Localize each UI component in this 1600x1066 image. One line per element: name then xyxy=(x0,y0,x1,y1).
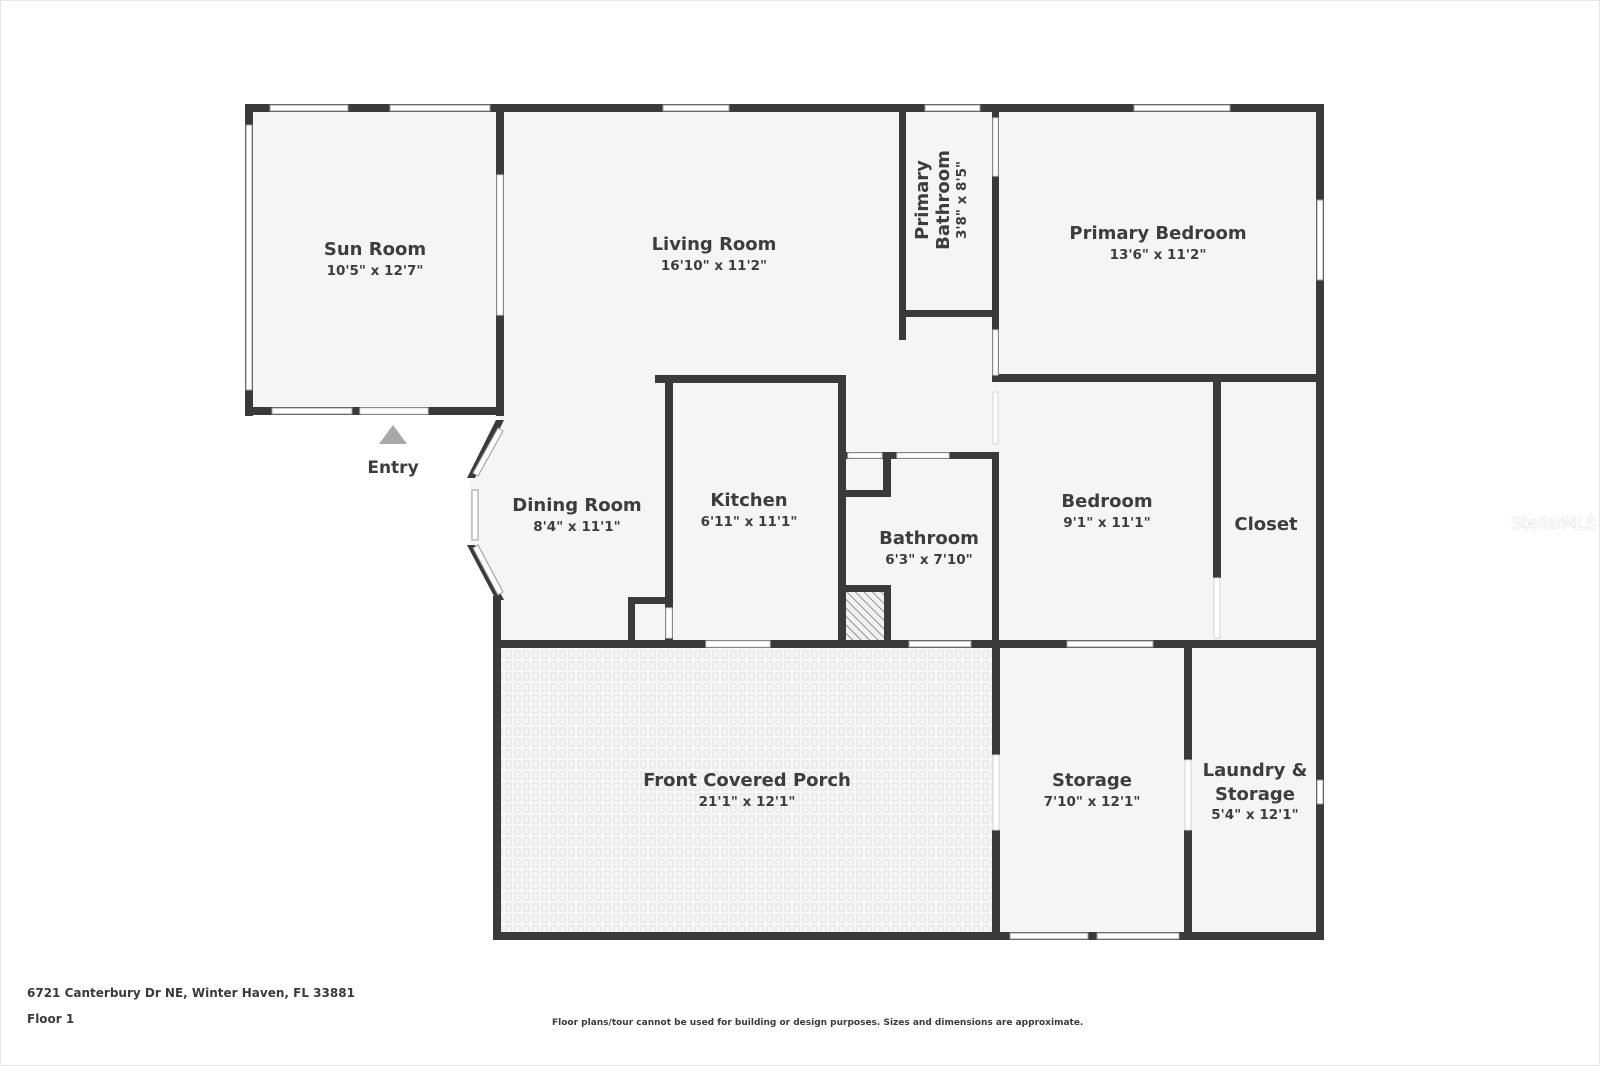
watermark: StellarMLS xyxy=(1511,514,1596,534)
room-name: Sun Room xyxy=(324,239,426,260)
room-dimensions: 10'5" x 12'7" xyxy=(327,263,424,279)
property-address: 6721 Canterbury Dr NE, Winter Haven, FL … xyxy=(27,986,355,1000)
room-bedroom: Bedroom 9'1" x 11'1" xyxy=(1061,491,1152,531)
room-primary-bedroom: Primary Bedroom 13'6" x 11'2" xyxy=(1069,223,1246,263)
room-name: Bathroom xyxy=(879,528,979,549)
windows xyxy=(245,104,1324,940)
entry-arrow-icon xyxy=(379,425,407,444)
floor-label: Floor 1 xyxy=(27,1012,75,1026)
room-dimensions: 21'1" x 12'1" xyxy=(699,794,796,810)
room-dimensions: 7'10" x 12'1" xyxy=(1044,794,1141,810)
room-name: Living Room xyxy=(652,234,777,255)
room-kitchen: Kitchen 6'11" x 11'1" xyxy=(701,490,798,530)
entry-label: Entry xyxy=(367,458,418,478)
room-primary-bathroom: Primary Bathroom 3'8" x 8'5" xyxy=(912,150,970,250)
room-dimensions: 3'8" x 8'5" xyxy=(954,161,970,239)
room-name: Dining Room xyxy=(512,495,641,516)
room-name: Front Covered Porch xyxy=(643,770,851,791)
room-name: Primary Bedroom xyxy=(1069,223,1246,244)
room-name: Kitchen xyxy=(710,490,787,511)
room-dimensions: 8'4" x 11'1" xyxy=(533,519,620,535)
room-closet: Closet xyxy=(1234,514,1298,535)
room-dimensions: 6'11" x 11'1" xyxy=(701,514,798,530)
room-front-covered-porch: Front Covered Porch 21'1" x 12'1" xyxy=(643,770,851,810)
floor-fills xyxy=(250,110,1320,935)
room-dimensions: 5'4" x 12'1" xyxy=(1211,807,1298,823)
room-name-line1: Laundry & xyxy=(1203,760,1308,781)
room-laundry-storage: Laundry & Storage 5'4" x 12'1" xyxy=(1203,760,1308,823)
room-dimensions: 13'6" x 11'2" xyxy=(1110,247,1207,263)
room-living-room: Living Room 16'10" x 11'2" xyxy=(652,234,777,274)
hatched-chase xyxy=(846,590,888,640)
room-dimensions: 9'1" x 11'1" xyxy=(1063,515,1150,531)
room-dimensions: 16'10" x 11'2" xyxy=(661,258,767,274)
room-name-line2: Storage xyxy=(1215,784,1295,805)
room-sun-room: Sun Room 10'5" x 12'7" xyxy=(324,239,426,279)
disclaimer: Floor plans/tour cannot be used for buil… xyxy=(552,1018,1084,1028)
room-storage: Storage 7'10" x 12'1" xyxy=(1044,770,1141,810)
room-name: Storage xyxy=(1052,770,1132,791)
room-bathroom: Bathroom 6'3" x 7'10" xyxy=(879,528,979,568)
room-dining-room: Dining Room 8'4" x 11'1" xyxy=(512,495,641,535)
door-openings xyxy=(359,117,1221,831)
room-dimensions: 6'3" x 7'10" xyxy=(885,552,972,568)
room-name-line1: Primary xyxy=(912,160,933,240)
room-name: Closet xyxy=(1234,514,1298,535)
room-name-line2: Bathroom xyxy=(933,150,954,250)
room-name: Bedroom xyxy=(1061,491,1152,512)
porch-tile-floor xyxy=(500,645,995,935)
